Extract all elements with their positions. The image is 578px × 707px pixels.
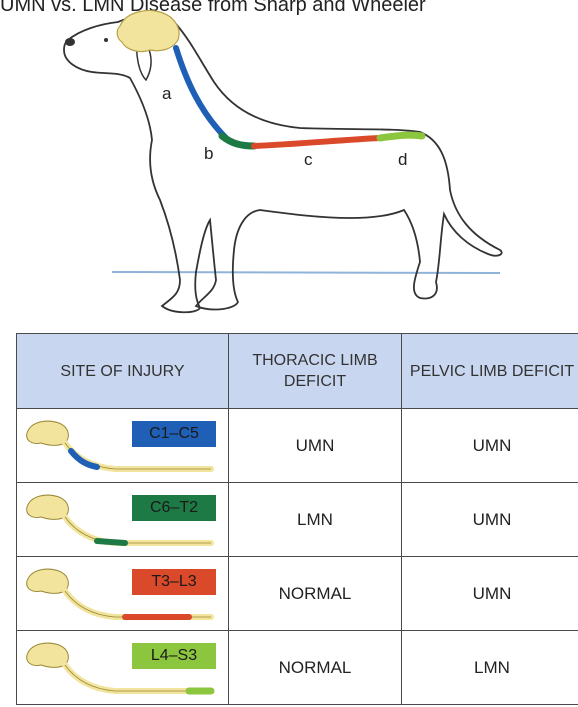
dog-body-outline <box>64 16 502 312</box>
segment-label-d: d <box>398 150 407 170</box>
table-header-row: SITE OF INJURY THORACIC LIMB DEFICIT PEL… <box>17 334 578 409</box>
thoracic-deficit-cell: UMN <box>229 409 402 483</box>
header-thoracic-limb-deficit: THORACIC LIMB DEFICIT <box>229 334 402 409</box>
dog-outline-svg <box>0 0 578 330</box>
lesion-localization-table: SITE OF INJURY THORACIC LIMB DEFICIT PEL… <box>16 333 578 705</box>
header-site-of-injury: SITE OF INJURY <box>17 334 229 409</box>
thoracic-deficit-cell: NORMAL <box>229 557 402 631</box>
cord-l4-s3 <box>380 135 422 138</box>
segment-label-c: c <box>304 150 313 170</box>
table-row: T3–L3 NORMAL UMN <box>17 557 578 631</box>
brain-shape <box>117 11 179 52</box>
site-cell: C1–C5 <box>17 409 229 483</box>
segment-label-b: b <box>204 144 213 164</box>
table-row: C6–T2 LMN UMN <box>17 483 578 557</box>
pelvic-deficit-cell: UMN <box>402 409 578 483</box>
pelvic-deficit-cell: UMN <box>402 483 578 557</box>
segment-label-a: a <box>162 84 171 104</box>
dog-nose <box>65 38 75 46</box>
site-badge-l4-s3: L4–S3 <box>132 643 216 669</box>
thoracic-deficit-cell: NORMAL <box>229 631 402 705</box>
header-pelvic-limb-deficit: PELVIC LIMB DEFICIT <box>402 334 578 409</box>
site-cell: T3–L3 <box>17 557 229 631</box>
table-row: C1–C5 UMN UMN <box>17 409 578 483</box>
site-cell: C6–T2 <box>17 483 229 557</box>
table-row: L4–S3 NORMAL LMN <box>17 631 578 705</box>
thoracic-deficit-cell: LMN <box>229 483 402 557</box>
cord-t3-l3 <box>254 138 380 146</box>
pelvic-deficit-cell: UMN <box>402 557 578 631</box>
site-badge-c1-c5: C1–C5 <box>132 421 216 447</box>
pelvic-deficit-cell: LMN <box>402 631 578 705</box>
cord-c6-t2 <box>222 136 254 146</box>
dog-illustration: a b c d <box>0 0 578 330</box>
site-cell: L4–S3 <box>17 631 229 705</box>
site-badge-c6-t2: C6–T2 <box>132 495 216 521</box>
dog-eye <box>104 38 108 42</box>
ground-line <box>112 272 500 273</box>
site-badge-t3-l3: T3–L3 <box>132 569 216 595</box>
